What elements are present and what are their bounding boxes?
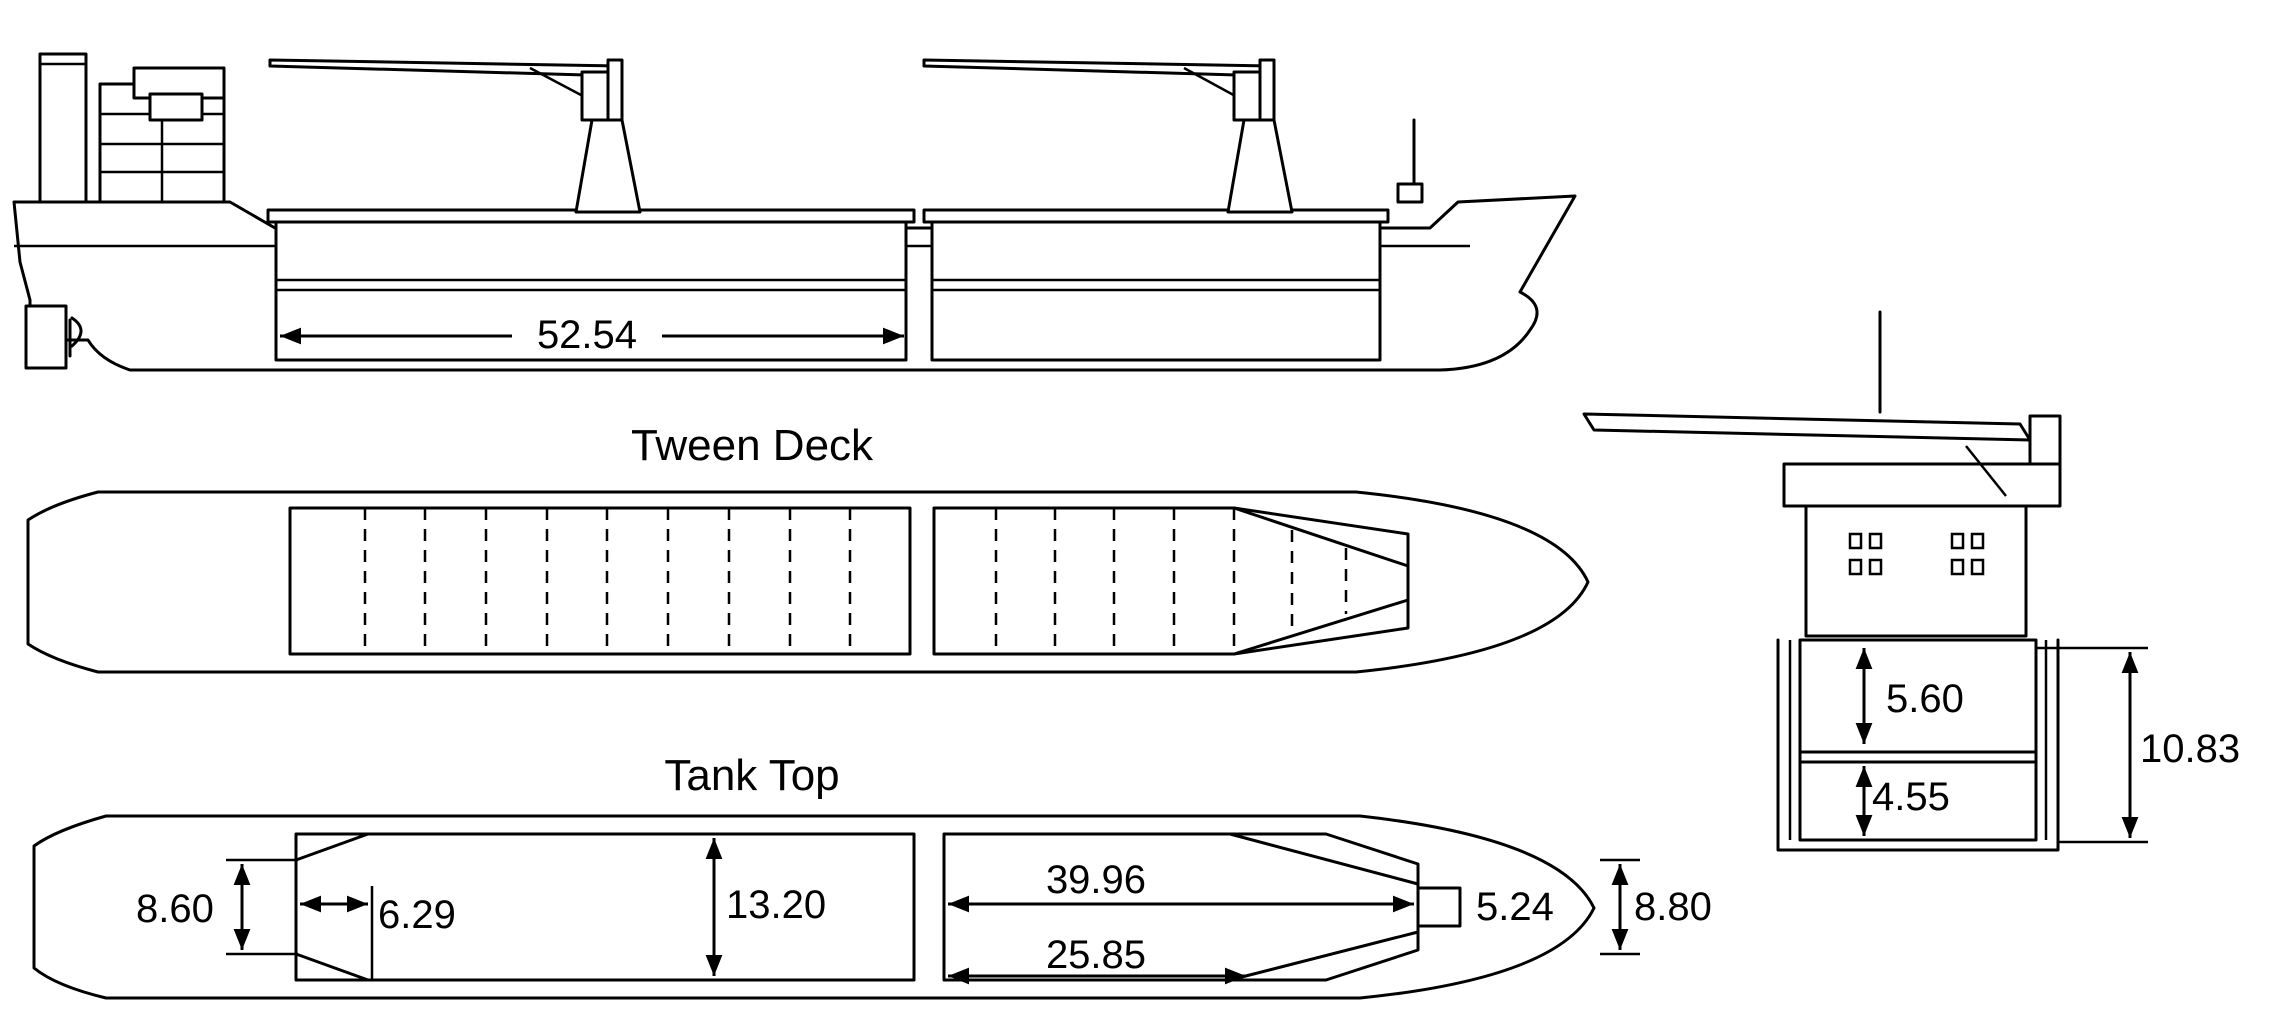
section-hull-outline — [1776, 638, 2060, 852]
tween-deck-pontoon-joints — [363, 508, 1348, 654]
tank-top-hull-outline — [32, 814, 1596, 1000]
section-crane-base — [1782, 462, 2062, 508]
tank-top-hold-2 — [942, 832, 1420, 982]
tank-top-hold-1 — [294, 832, 916, 982]
hold-length-label: 52.54 — [537, 313, 637, 357]
crane-2-boom — [922, 58, 1274, 78]
tank-top-plan-view: Tank Top 8.60 6.29 13.20 39.96 25.85 5.2… — [32, 751, 1712, 1000]
midship-section-view: 5.60 4.55 10.83 — [1582, 310, 2240, 852]
tween-deck-plan-view: Tween Deck — [26, 421, 1590, 674]
crane-1-pedestal — [574, 118, 642, 214]
aft-end-width-label: 8.60 — [136, 887, 214, 931]
wheelhouse — [148, 92, 204, 122]
funnel — [38, 52, 88, 204]
tween-deck-hold-1 — [288, 506, 912, 656]
hatch-cover-2 — [922, 208, 1390, 224]
lower-hold-height-label: 4.55 — [1872, 775, 1950, 819]
taper-length-label: 6.29 — [378, 893, 456, 937]
section-hold — [1798, 638, 2038, 842]
side-elevation-view: 52.54 — [12, 52, 1577, 372]
forecastle-house — [1396, 182, 1424, 204]
dim-fwd-taper-bracket — [1416, 886, 1462, 928]
fwd-taper-label: 5.24 — [1476, 885, 1554, 929]
crane-2-pedestal — [1226, 118, 1294, 214]
hold-2-side — [930, 210, 1382, 362]
tween-deck-hull-outline — [26, 490, 1590, 674]
tank-top-hold-1-taper — [294, 832, 370, 982]
total-depth-label: 10.83 — [2140, 727, 2240, 771]
tween-height-label: 5.60 — [1886, 677, 1964, 721]
tank-top-hold-2-taper — [1228, 832, 1420, 982]
section-windows — [1848, 532, 1985, 576]
crane-1 — [268, 58, 642, 214]
crane-2 — [922, 58, 1294, 214]
section-crane-stay — [1965, 445, 2007, 497]
section-crane-boom — [1582, 412, 2032, 442]
hold2-length-top-label: 39.96 — [1046, 858, 1146, 902]
propeller — [68, 316, 83, 358]
crane-1-boom — [268, 58, 622, 78]
fwd-end-width-label: 8.80 — [1634, 885, 1712, 929]
tank-top-title: Tank Top — [664, 751, 839, 800]
hull-side-outline — [12, 194, 1577, 372]
hold2-length-bottom-label: 25.85 — [1046, 933, 1146, 977]
rudder — [24, 304, 68, 370]
section-crane-house — [1804, 504, 2028, 638]
hold-width-label: 13.20 — [726, 883, 826, 927]
tween-deck-title: Tween Deck — [631, 421, 874, 470]
tween-deck-hold-2-taper — [1232, 506, 1410, 656]
tween-deck-hold-2 — [932, 506, 1410, 656]
